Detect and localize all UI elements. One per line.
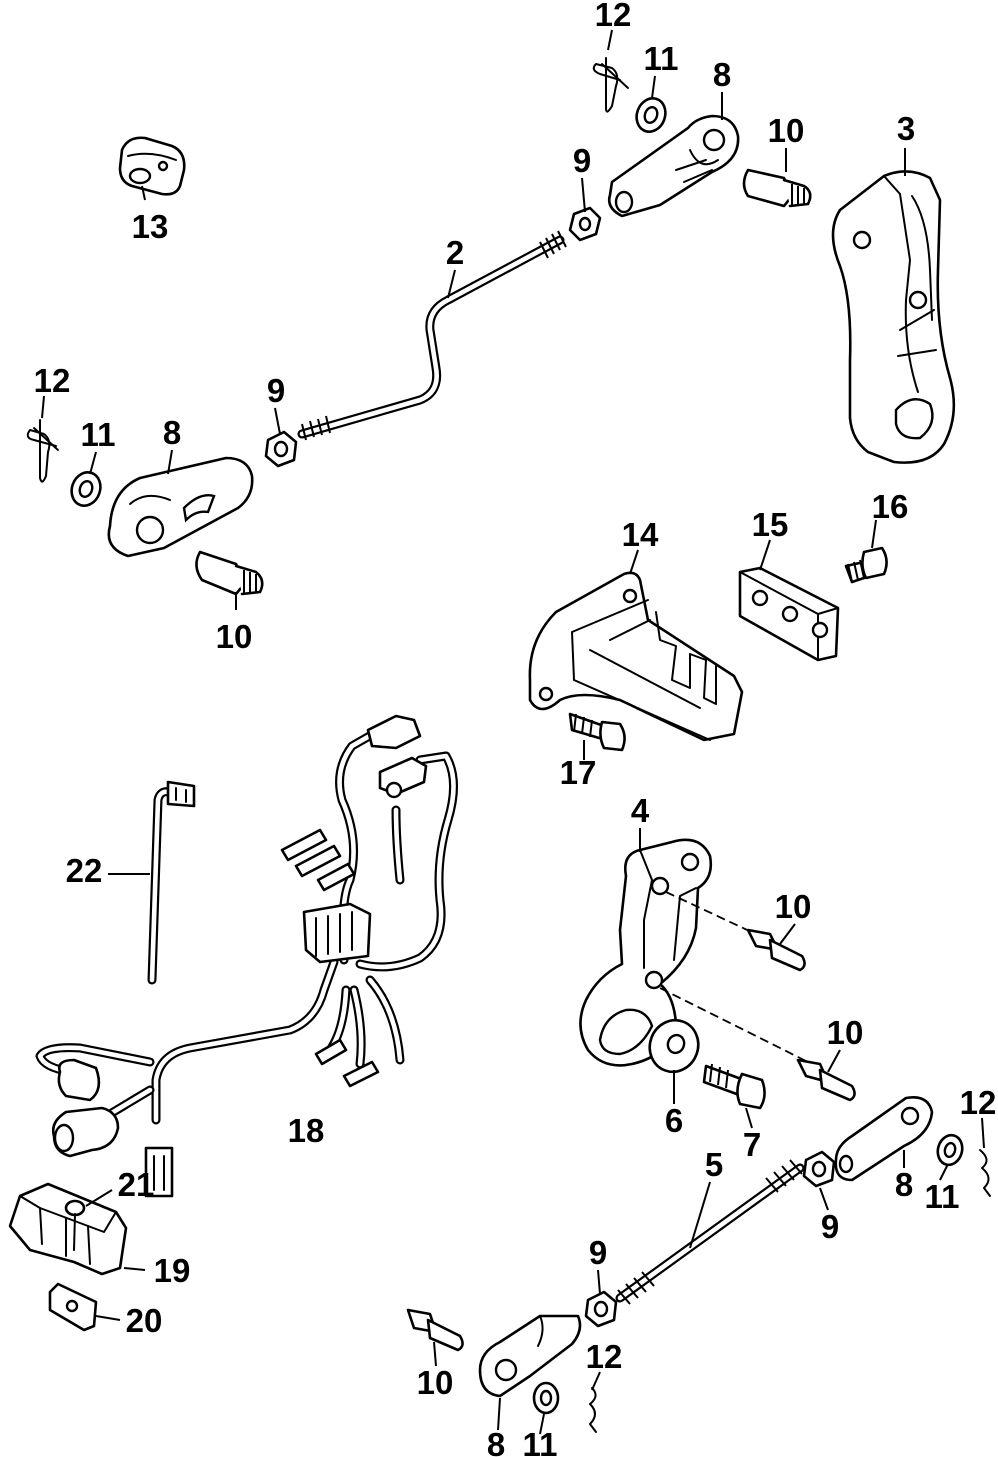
- part-12-clip-left: [26, 419, 59, 483]
- part-9-nut-top: [568, 206, 602, 242]
- part-7-bolt: [702, 1063, 766, 1110]
- leader-lines: [41, 29, 985, 1435]
- part-10-stud-4b: [796, 1058, 856, 1102]
- part-8-lever-right: [834, 1096, 934, 1182]
- part-5-rod: [615, 1159, 805, 1305]
- callout-6: 6: [665, 1102, 683, 1139]
- part-9-nut-left: [264, 430, 298, 468]
- part-21-screw: [64, 1199, 86, 1251]
- callout-14: 14: [622, 516, 659, 553]
- part-10-stud-top: [742, 168, 812, 208]
- callout-19: 19: [154, 1252, 191, 1289]
- callout-labels: 2 3 4 5 6 7 8 8 8 8 9 9 9 9 10 10 10 10 …: [34, 0, 997, 1457]
- callout-8-left: 8: [163, 414, 181, 451]
- part-12-clip-top: [592, 57, 629, 113]
- callout-11-top: 11: [644, 40, 679, 77]
- callout-7: 7: [743, 1126, 761, 1163]
- part-11-washer-right: [936, 1133, 964, 1167]
- callout-4: 4: [631, 792, 650, 829]
- part-2-shift-rod: [297, 230, 567, 441]
- part-10-stud-left: [195, 550, 264, 596]
- callout-10-arm-b: 10: [827, 1014, 864, 1051]
- part-4-arm: [579, 838, 809, 1067]
- callout-8-right: 8: [895, 1166, 913, 1203]
- part-8-lever-left: [107, 456, 254, 558]
- part-17-bolt: [568, 712, 626, 752]
- part-3-bracket: [831, 170, 956, 464]
- callout-12-top: 12: [595, 0, 632, 33]
- callout-12-bottom: 12: [586, 1338, 623, 1375]
- part-6-washer: [648, 1018, 700, 1074]
- callout-16: 16: [872, 488, 909, 525]
- callout-10-top: 10: [768, 112, 805, 149]
- callout-21: 21: [118, 1166, 155, 1203]
- callout-20: 20: [126, 1302, 163, 1339]
- callout-11-right: 11: [925, 1178, 960, 1215]
- part-8-lever-top: [607, 114, 740, 218]
- part-11-washer-top: [635, 97, 667, 133]
- part-13-grommet: [118, 136, 186, 196]
- callout-8-bottom: 8: [487, 1426, 505, 1457]
- callout-22: 22: [66, 852, 103, 889]
- part-15-plate: [738, 566, 840, 662]
- callout-12-right: 12: [960, 1084, 997, 1121]
- callout-8-top: 8: [713, 56, 731, 93]
- part-11-washer-bottom: [532, 1381, 560, 1415]
- callout-3: 3: [897, 110, 915, 147]
- part-12-clip-right: [979, 1149, 991, 1197]
- callout-9-bottom: 9: [589, 1234, 607, 1271]
- callout-5: 5: [705, 1146, 723, 1183]
- part-19-holder: [8, 1182, 128, 1276]
- callout-9-right: 9: [821, 1208, 839, 1245]
- part-9-nut-bottom: [584, 1290, 618, 1328]
- part-22-cable-tie: [147, 780, 196, 985]
- part-10-stud-4a: [746, 928, 806, 972]
- part-14-mount-bracket: [528, 571, 744, 742]
- callout-10-bottom: 10: [417, 1364, 454, 1401]
- part-20-plate: [48, 1282, 98, 1332]
- callout-9-top: 9: [573, 142, 591, 179]
- callout-12-left: 12: [34, 362, 71, 399]
- callout-15: 15: [752, 506, 789, 543]
- callout-11-bottom: 11: [523, 1426, 558, 1457]
- callout-17: 17: [560, 754, 597, 791]
- callout-13: 13: [132, 208, 169, 245]
- part-10-stud-bottom: [406, 1308, 464, 1352]
- callout-9-left: 9: [267, 372, 285, 409]
- callout-10-arm-a: 10: [775, 888, 812, 925]
- part-8-lever-bottom: [478, 1314, 582, 1398]
- callout-18: 18: [288, 1112, 325, 1149]
- part-16-bolt: [844, 546, 888, 584]
- callout-2: 2: [446, 234, 464, 271]
- part-12-clip-bottom: [589, 1387, 597, 1433]
- callout-11-left: 11: [81, 416, 116, 453]
- part-9-nut-right: [802, 1150, 836, 1188]
- callout-10-left: 10: [216, 618, 253, 655]
- part-18-wiring-harness: [35, 714, 459, 1198]
- part-11-washer-left: [70, 471, 102, 507]
